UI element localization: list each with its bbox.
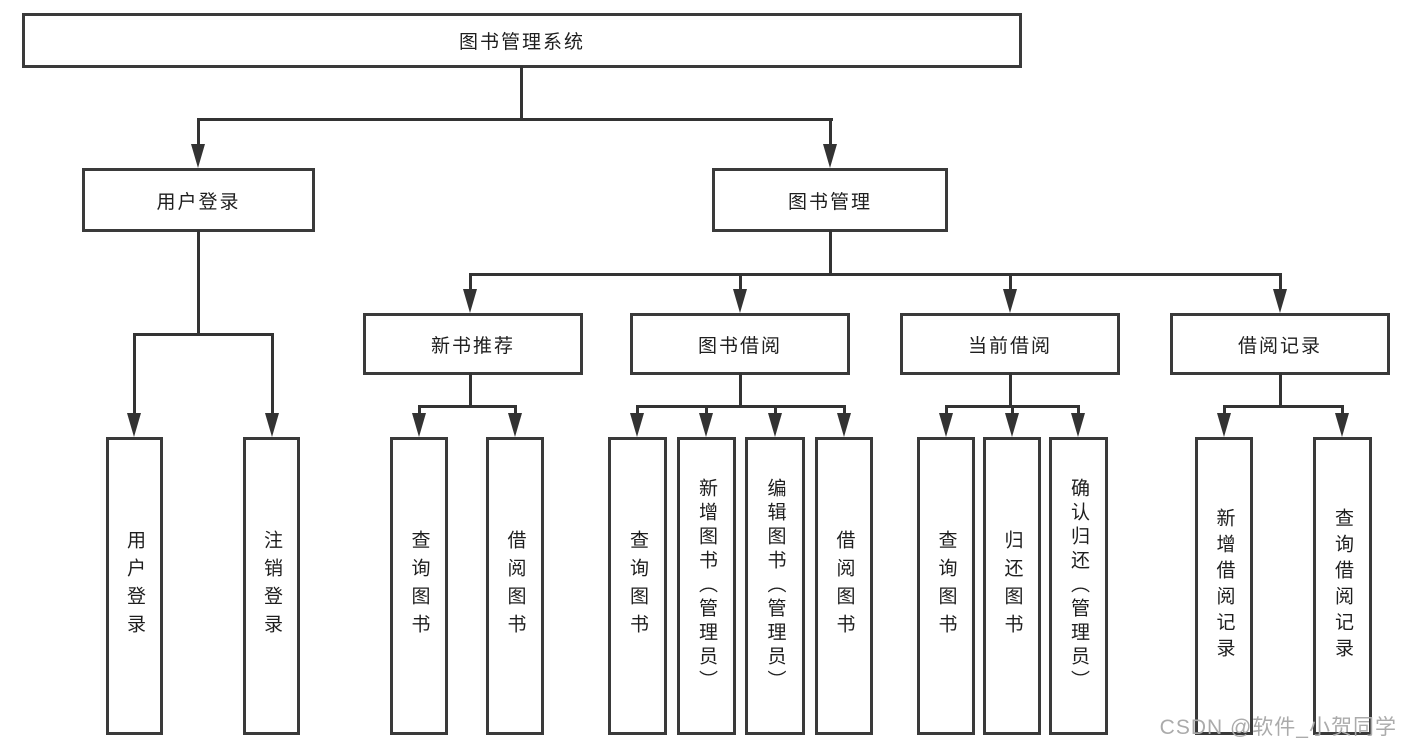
arrowhead-current-borrow-icon — [1003, 289, 1017, 313]
leaf-user-login: 用户登录 — [106, 437, 163, 735]
arrowhead-cb-confirm-return-icon — [1071, 413, 1085, 437]
leaf-bb-add-book: 新增图书（管理员） — [677, 437, 736, 735]
csdn-watermark: CSDN @软件_小贺同学 — [1159, 716, 1397, 739]
connector-to-new-book-recommend — [469, 273, 472, 291]
node-current-borrow: 当前借阅 — [900, 313, 1120, 375]
arrowhead-bb-add-book-icon — [699, 413, 713, 437]
arrowhead-bb-edit-book-icon — [768, 413, 782, 437]
leaf-logout: 注销登录 — [243, 437, 300, 735]
connector-book-borrow-stem — [739, 373, 742, 407]
leaf-br-add-record: 新增借阅记录 — [1195, 437, 1253, 735]
connector-to-nb-query-book — [418, 405, 421, 415]
connector-book-management-branch — [469, 273, 1282, 276]
leaf-bb-query-book-label: 查询图书 — [627, 530, 648, 642]
arrowhead-leaf-user-login-icon — [127, 413, 141, 437]
node-root-label: 图书管理系统 — [458, 32, 585, 53]
node-new-book-recommend: 新书推荐 — [363, 313, 583, 375]
leaf-br-query-record-label: 查询借阅记录 — [1332, 508, 1353, 664]
connector-new-book-recommend-stem — [469, 373, 472, 407]
connector-borrow-records-stem — [1279, 373, 1282, 407]
node-root: 图书管理系统 — [22, 13, 1022, 68]
arrowhead-nb-borrow-book-icon — [508, 413, 522, 437]
connector-to-nb-borrow-book — [514, 405, 517, 415]
connector-to-book-borrow — [739, 273, 742, 291]
connector-to-current-borrow — [1009, 273, 1012, 291]
connector-to-cb-query-book — [945, 405, 948, 415]
connector-new-book-recommend-branch — [418, 405, 517, 408]
node-borrow-records-label: 借阅记录 — [1237, 335, 1322, 357]
leaf-cb-confirm-return-label: 确认归还（管理员） — [1068, 478, 1089, 694]
connector-to-br-query-record — [1341, 405, 1344, 415]
arrowhead-user-login-icon — [191, 144, 205, 168]
connector-to-book-management — [829, 118, 832, 148]
arrowhead-book-borrow-icon — [733, 289, 747, 313]
connector-root-stem — [520, 66, 523, 120]
connector-to-br-add-record — [1223, 405, 1226, 415]
connector-current-borrow-stem — [1009, 373, 1012, 407]
leaf-nb-borrow-book-label: 借阅图书 — [504, 530, 526, 642]
arrowhead-cb-query-book-icon — [939, 413, 953, 437]
leaf-cb-return-book-label: 归还图书 — [1001, 530, 1023, 642]
arrowhead-book-management-icon — [823, 144, 837, 168]
leaf-bb-edit-book-label: 编辑图书（管理员） — [764, 478, 786, 694]
leaf-cb-confirm-return: 确认归还（管理员） — [1049, 437, 1108, 735]
leaf-bb-edit-book: 编辑图书（管理员） — [745, 437, 805, 735]
arrowhead-leaf-logout-icon — [265, 413, 279, 437]
node-book-borrow: 图书借阅 — [630, 313, 850, 375]
connector-book-borrow-branch — [636, 405, 846, 408]
leaf-bb-add-book-label: 新增图书（管理员） — [696, 478, 717, 694]
node-user-login-label: 用户登录 — [156, 191, 241, 213]
leaf-logout-label: 注销登录 — [261, 530, 282, 642]
connector-book-management-stem — [829, 230, 832, 276]
connector-to-user-login — [197, 118, 200, 148]
arrowhead-br-query-record-icon — [1335, 413, 1349, 437]
connector-borrow-records-branch — [1223, 405, 1344, 408]
connector-to-bb-borrow-book — [843, 405, 846, 415]
node-current-borrow-label: 当前借阅 — [967, 335, 1052, 357]
connector-to-bb-query-book — [636, 405, 639, 415]
arrowhead-br-add-record-icon — [1217, 413, 1231, 437]
node-borrow-records: 借阅记录 — [1170, 313, 1390, 375]
node-book-management-label: 图书管理 — [787, 191, 872, 213]
arrowhead-borrow-records-icon — [1273, 289, 1287, 313]
connector-to-bb-edit-book — [774, 405, 777, 415]
leaf-user-login-label: 用户登录 — [124, 530, 145, 642]
arrowhead-bb-query-book-icon — [630, 413, 644, 437]
arrowhead-new-book-recommend-icon — [463, 289, 477, 313]
leaf-br-add-record-label: 新增借阅记录 — [1213, 508, 1235, 664]
connector-to-bb-add-book — [705, 405, 708, 415]
leaf-nb-borrow-book: 借阅图书 — [486, 437, 544, 735]
connector-to-cb-return-book — [1011, 405, 1014, 415]
leaf-nb-query-book: 查询图书 — [390, 437, 448, 735]
connector-to-borrow-records — [1279, 273, 1282, 291]
leaf-bb-query-book: 查询图书 — [608, 437, 667, 735]
connector-root-branch — [197, 118, 833, 121]
node-book-borrow-label: 图书借阅 — [697, 335, 782, 357]
connector-user-login-stem — [197, 230, 200, 336]
node-book-management: 图书管理 — [712, 168, 948, 232]
arrowhead-bb-borrow-book-icon — [837, 413, 851, 437]
leaf-nb-query-book-label: 查询图书 — [408, 530, 430, 642]
leaf-bb-borrow-book: 借阅图书 — [815, 437, 873, 735]
leaf-br-query-record: 查询借阅记录 — [1313, 437, 1372, 735]
leaf-cb-query-book-label: 查询图书 — [935, 530, 957, 642]
arrowhead-cb-return-book-icon — [1005, 413, 1019, 437]
leaf-cb-query-book: 查询图书 — [917, 437, 975, 735]
leaf-cb-return-book: 归还图书 — [983, 437, 1041, 735]
connector-to-cb-confirm-return — [1077, 405, 1080, 415]
node-user-login: 用户登录 — [82, 168, 315, 232]
connector-to-leaf-user-login — [133, 333, 136, 415]
node-new-book-recommend-label: 新书推荐 — [430, 335, 515, 357]
arrowhead-nb-query-book-icon — [412, 413, 426, 437]
connector-to-leaf-logout — [271, 333, 274, 415]
connector-user-login-branch — [133, 333, 274, 336]
leaf-bb-borrow-book-label: 借阅图书 — [833, 530, 855, 642]
